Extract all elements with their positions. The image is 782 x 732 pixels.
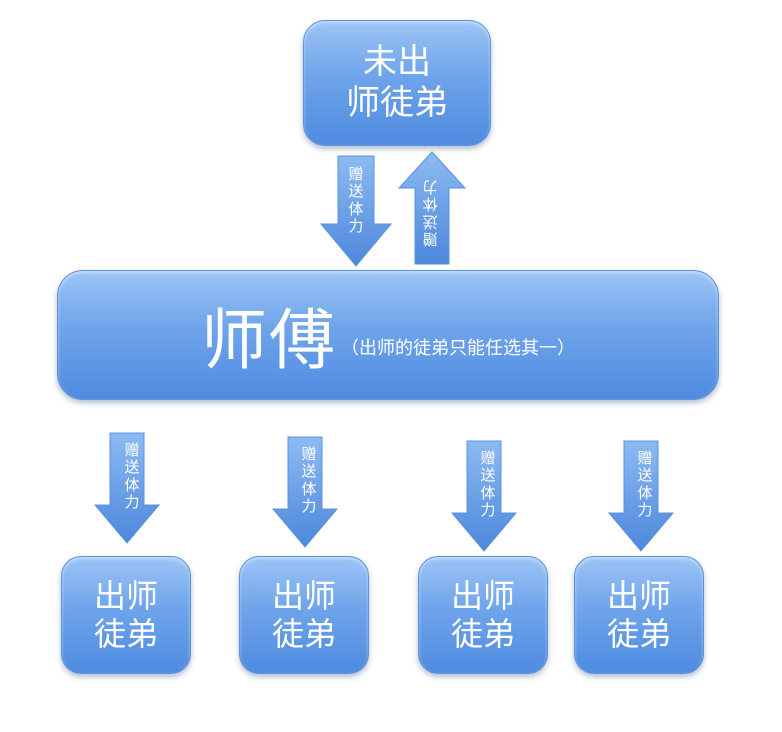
arrow-down-master-to-disciple-3 [450, 440, 518, 552]
node-label-line1: 未出 [363, 42, 431, 83]
node-label-line2: 徒弟 [271, 615, 336, 653]
arrow-label-bottom-2: 赠送体力 [301, 445, 317, 515]
arrow-label-bottom-4: 赠送体力 [637, 449, 653, 519]
arrow-label-bottom-1: 赠送体力 [124, 441, 140, 511]
arrow-label-top-up: 赠送体力 [422, 178, 438, 248]
arrow-down-master-to-disciple-2 [271, 436, 339, 548]
arrow-down-master-to-disciple-4 [607, 440, 675, 552]
arrow-down-master-to-disciple-1 [93, 432, 161, 544]
master-node: 师傅 （出师的徒弟只能任选其一） [57, 270, 719, 400]
node-label-line1: 出师 [93, 576, 158, 615]
node-label-line2: 徒弟 [606, 615, 671, 653]
node-label-line2: 师徒弟 [346, 83, 448, 123]
graduated-disciple-node-3: 出师 徒弟 [418, 556, 548, 674]
graduated-disciple-node-4: 出师 徒弟 [574, 556, 704, 674]
unfinished-apprentice-node: 未出 师徒弟 [303, 20, 491, 146]
graduated-disciple-node-1: 出师 徒弟 [61, 556, 191, 674]
master-note: （出师的徒弟只能任选其一） [341, 338, 575, 359]
graduated-disciple-node-2: 出师 徒弟 [239, 556, 369, 674]
arrow-up-master-to-top [397, 151, 467, 265]
arrow-down-top-to-master [319, 155, 393, 267]
node-label-line1: 出师 [606, 576, 671, 615]
arrow-label-bottom-3: 赠送体力 [480, 449, 496, 519]
node-label-line1: 出师 [271, 576, 336, 615]
arrow-label-top-down: 赠送体力 [348, 165, 364, 235]
node-label-line2: 徒弟 [93, 615, 158, 653]
master-title: 师傅 [201, 302, 337, 379]
node-label-line2: 徒弟 [450, 615, 515, 653]
node-label-line1: 出师 [450, 576, 515, 615]
